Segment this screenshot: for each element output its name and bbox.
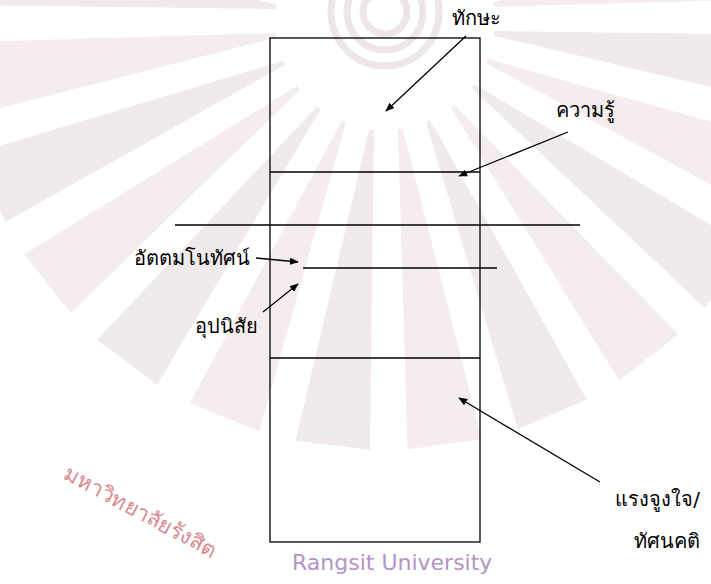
leader-arrow [256,258,298,262]
logo-ring [347,0,423,50]
logo-ray [296,129,374,450]
logo-ring [363,0,407,34]
section-line [303,267,497,268]
water-line [175,224,580,225]
leader-arrow [386,36,466,111]
logo-ray [398,129,482,450]
section-line [270,171,480,172]
watermark-text: Rangsit University [292,550,492,576]
leader-arrow [459,398,600,482]
part-label: แรงจูงใจ/ ทัศนคติ [590,478,700,562]
logo-ray [494,0,711,7]
logo-ray [0,33,276,117]
part-label: อุปนิสัย [195,312,258,340]
leader-arrow [263,284,298,312]
logo-rings [331,0,439,66]
logo-rays [0,0,711,450]
logo-ray [0,0,276,9]
iceberg-outline [270,38,480,542]
watermark-text: มหาวิทยาลัยรังสิต [59,461,221,564]
part-label: ทักษะ [452,4,501,32]
section-line [270,357,480,358]
part-label: อัตตมโนทัศน์ [134,244,250,272]
leader-arrow [459,132,568,176]
logo-ring [331,0,439,66]
part-label: ความรู้ [556,96,615,124]
